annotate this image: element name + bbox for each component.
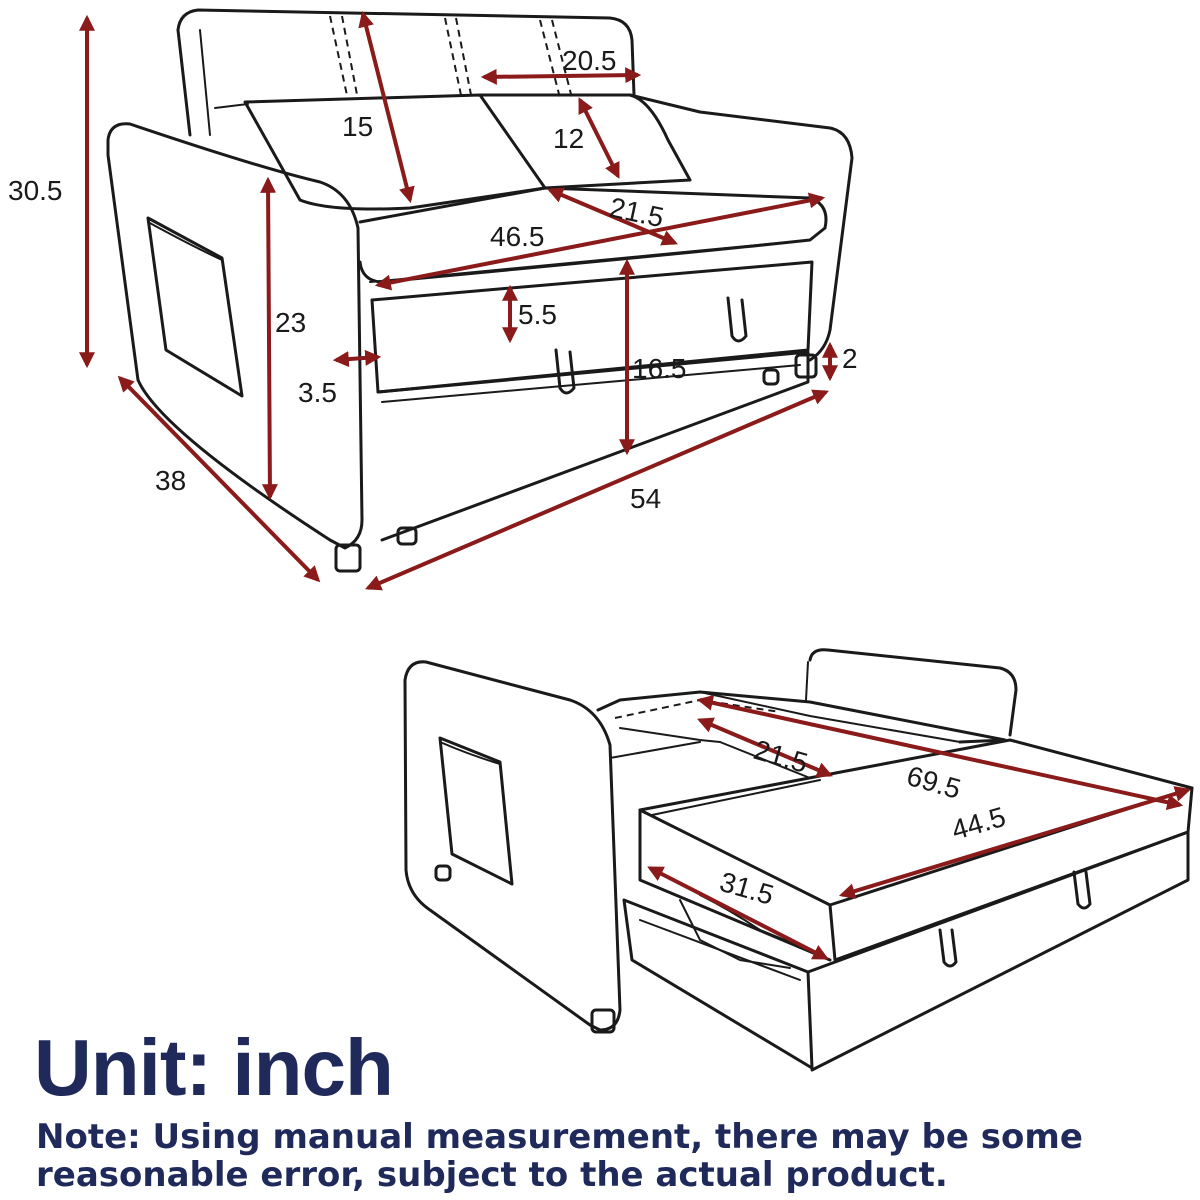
sofa-illustration xyxy=(106,8,854,573)
label-height: 30.5 xyxy=(8,175,63,206)
sofa-dimension-lines xyxy=(79,10,838,591)
label-leg-height: 2 xyxy=(842,343,858,374)
bed-dimension-labels: 21.5 69.5 44.5 31.5 xyxy=(716,734,1009,911)
unit-heading: Unit: inch xyxy=(34,1023,394,1112)
label-width: 54 xyxy=(630,483,661,514)
label-bed-width: 44.5 xyxy=(948,801,1009,846)
label-seat-thickness: 5.5 xyxy=(518,299,557,330)
sofa-bed-illustration xyxy=(403,648,1194,1072)
label-pillow-width: 20.5 xyxy=(562,45,617,76)
label-arm-height: 23 xyxy=(275,307,306,338)
label-seat-depth: 21.5 xyxy=(607,192,667,234)
measurement-note: Note: Using manual measurement, there ma… xyxy=(36,1117,1083,1195)
label-seat-height: 16.5 xyxy=(632,353,687,384)
label-seat-width: 46.5 xyxy=(490,221,545,252)
label-back-cushion: 12 xyxy=(553,123,584,154)
bed-dimension-lines xyxy=(647,694,1192,960)
label-depth: 38 xyxy=(155,465,186,496)
label-pillow-height: 15 xyxy=(342,111,373,142)
label-arm-width: 3.5 xyxy=(298,377,337,408)
label-bed-seat-section: 21.5 xyxy=(750,734,811,779)
label-bed-length: 69.5 xyxy=(903,760,964,805)
sofa-dimension-labels: 30.5 15 20.5 12 21.5 46.5 23 5.5 16.5 2 … xyxy=(8,45,858,514)
